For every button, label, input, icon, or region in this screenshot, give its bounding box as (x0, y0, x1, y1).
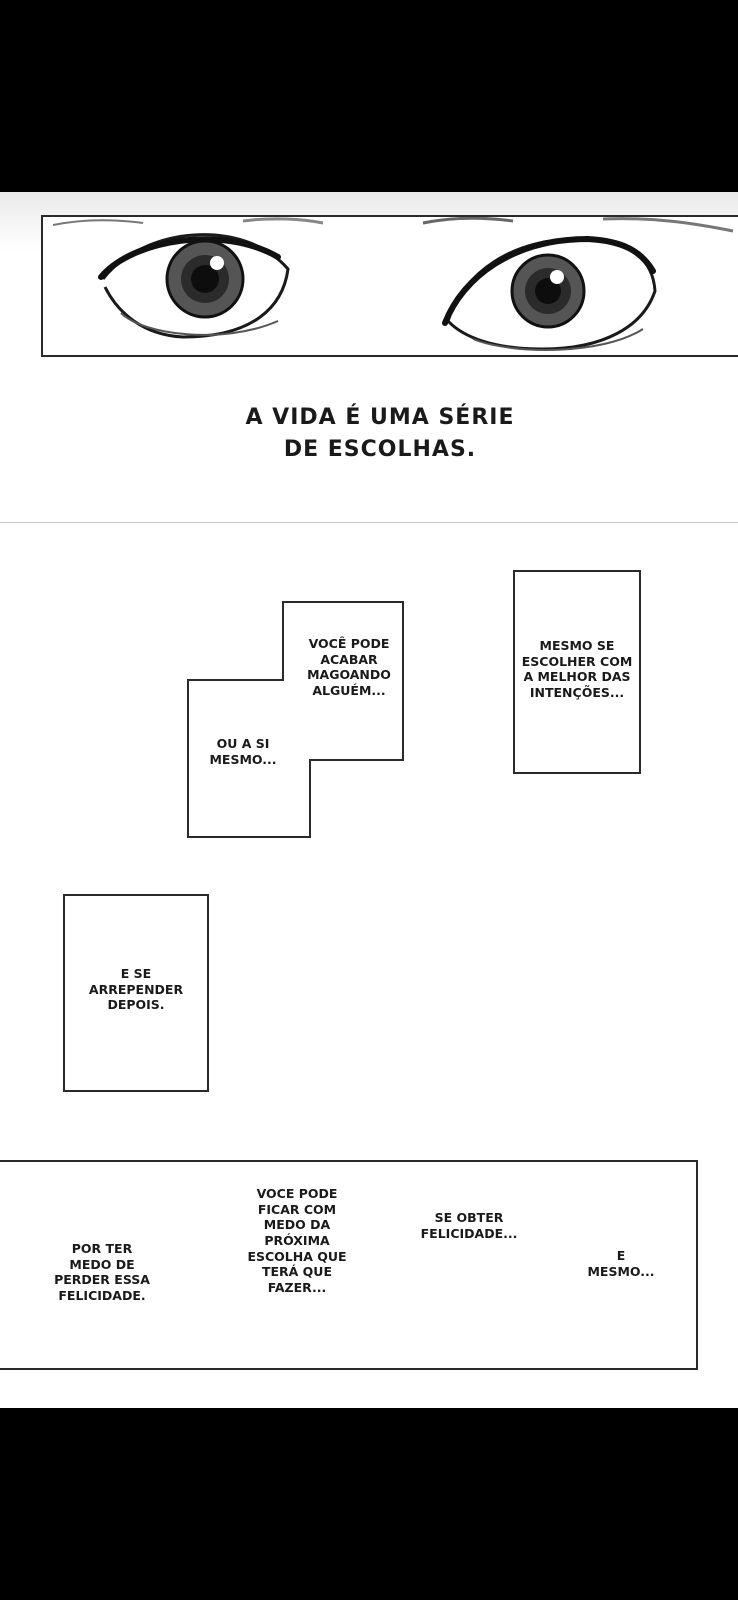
eye-left-icon (98, 233, 290, 339)
eye-right-icon (442, 235, 657, 351)
bubble-line: MEDO DA (263, 1217, 331, 1233)
manga-page: A VIDA É UMA SÉRIE DE ESCOLHAS. VOCÊ POD… (0, 192, 738, 1408)
bubble-line: PRÓXIMA (264, 1232, 330, 1248)
bubble-voce-pode-acabar: VOCÊ PODE ACABAR MAGOANDO ALGUÉM... (294, 636, 404, 699)
bubble-line: OU A SI (216, 736, 270, 751)
caption-box-mesmo-se (513, 570, 641, 774)
bubble-line: SE OBTER (434, 1210, 504, 1225)
bubble-line: TERÁ QUE (261, 1264, 333, 1280)
l-shaped-caption-box (187, 601, 404, 838)
bubble-line: INTENÇÕES... (529, 684, 625, 700)
bubble-voce-pode-ficar: VOCE PODE FICAR COM MEDO DA PRÓXIMA ESCO… (232, 1186, 362, 1295)
bubble-line: FICAR COM (257, 1201, 337, 1217)
bubble-line: ARREPENDER (88, 981, 184, 997)
bubble-line: ESCOLHA QUE (247, 1248, 347, 1264)
caption-line: A VIDA É UMA SÉRIE (245, 405, 515, 430)
bubble-line: MAGOANDO (307, 667, 391, 683)
bubble-line: MESMO SE (539, 638, 615, 653)
bubble-ou-a-si-mesmo: OU A SI MESMO... (198, 736, 288, 767)
eyes-panel (41, 215, 738, 357)
bubble-line: VOCE PODE (256, 1186, 338, 1201)
bubble-e-se-arrepender: E SE ARREPENDER DEPOIS. (63, 966, 209, 1013)
bubble-line: VOCÊ PODE (308, 636, 390, 651)
bubble-line: E SE (120, 966, 152, 981)
bubble-line: FELICIDADE... (420, 1225, 518, 1241)
bubble-e-mesmo: E MESMO... (576, 1248, 666, 1279)
bubble-line: PERDER ESSA (54, 1272, 150, 1288)
caption-line: DE ESCOLHAS. (283, 436, 477, 462)
bubble-line: POR TER (71, 1241, 133, 1256)
bubble-line: MESMO... (587, 1263, 655, 1279)
panel-divider (0, 522, 738, 523)
bubble-line: DEPOIS. (107, 997, 165, 1013)
bubble-line: A MELHOR DAS (523, 669, 631, 685)
bubble-line: ALGUÉM... (312, 682, 386, 698)
bubble-line: E (616, 1248, 626, 1263)
bubble-mesmo-se-escolher: MESMO SE ESCOLHER COM A MELHOR DAS INTEN… (513, 638, 641, 701)
narration-caption: A VIDA É UMA SÉRIE DE ESCOLHAS. (170, 402, 590, 466)
bubble-line: FELICIDADE. (58, 1287, 146, 1303)
bubble-line: FAZER... (267, 1279, 327, 1295)
bubble-line: ACABAR (320, 651, 378, 667)
bubble-line: MEDO DE (69, 1256, 135, 1272)
eyes-illustration (52, 217, 734, 351)
bubble-line: ESCOLHER COM (521, 653, 633, 669)
bubble-por-ter-medo: POR TER MEDO DE PERDER ESSA FELICIDADE. (40, 1241, 164, 1304)
bubble-se-obter: SE OBTER FELICIDADE... (414, 1210, 524, 1241)
bubble-line: MESMO... (209, 751, 277, 767)
bottom-panel (0, 1160, 698, 1370)
caption-box-e-se (63, 894, 209, 1092)
